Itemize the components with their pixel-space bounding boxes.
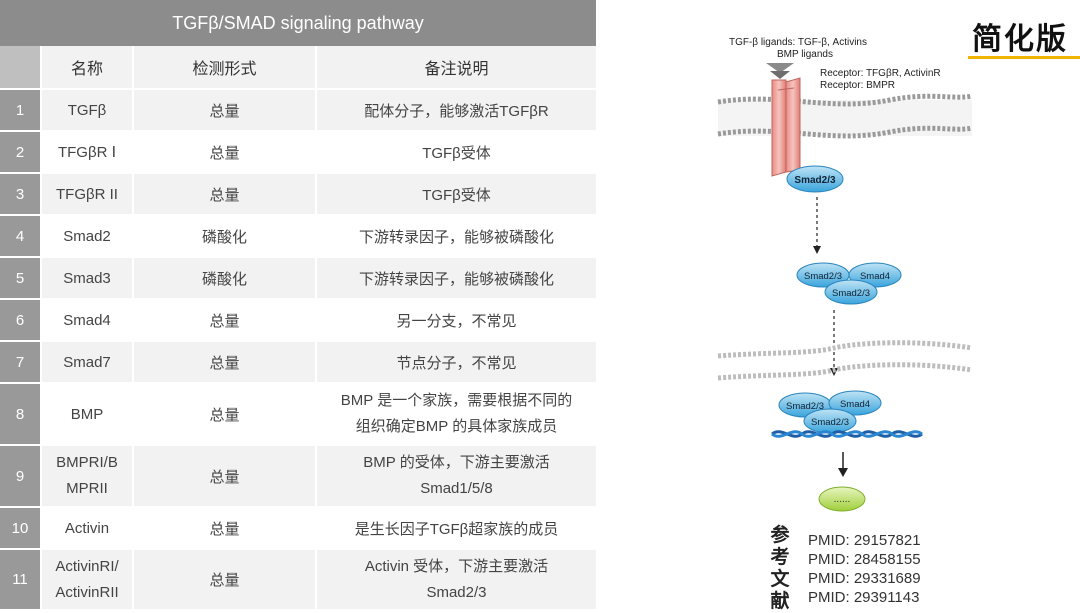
header-number [0,46,40,88]
row-name: Smad2 [40,216,132,256]
row-name: Activin [40,508,132,548]
row-name: Smad4 [40,300,132,340]
row-note: BMP 的受体，下游主要激活 Smad1/5/8 [315,446,596,506]
row-name: BMP [40,384,132,444]
complex-smad23-label-2: Smad2/3 [832,288,870,299]
row-number: 9 [0,446,40,506]
signaling-table: TGFβ/SMAD signaling pathway 名称 检测形式 备注说明… [0,0,596,609]
row-note: Activin 受体，下游主要激活 Smad2/3 [315,550,596,609]
row-note: TGFβ受体 [315,132,596,172]
cell-membrane [717,93,973,139]
complex-smad4-label: Smad4 [860,271,890,282]
ligands-label-2: BMP ligands [777,49,833,60]
row-form: 总量 [132,90,315,130]
arrow-head-icon [813,246,821,254]
row-number: 10 [0,508,40,548]
smad-complex [796,262,902,305]
row-form: 磷酸化 [132,258,315,298]
smad23-protein [786,165,844,193]
table-header: 名称 检测形式 备注说明 [0,46,596,88]
row-note: 是生长因子TGFβ超家族的成员 [315,508,596,548]
row-note: 下游转录因子，能够被磷酸化 [315,258,596,298]
row-form: 总量 [132,446,315,506]
title-underline [968,56,1080,59]
row-form: 总量 [132,174,315,214]
row-name: Smad7 [40,342,132,382]
row-note: 节点分子，不常见 [315,342,596,382]
pmid-item: PMID: 29331689 [808,570,921,587]
row-form: 总量 [132,550,315,609]
row-number: 3 [0,174,40,214]
pmid-item: PMID: 28458155 [808,551,921,568]
receptor-label-1: Receptor: TFGβR, ActivinR [820,68,941,79]
row-note: BMP 是一个家族，需要根据不同的 组织确定BMP 的具体家族成员 [315,384,596,444]
row-name: TFGβR II [40,174,132,214]
nuclear-smad4-label: Smad4 [840,399,870,410]
row-name: TGFβ [40,90,132,130]
target-gene-icon [818,486,866,512]
pathway-diagram: TGF-β ligands: TGF-β, Activins BMP ligan… [717,37,973,512]
pmid-item: PMID: 29157821 [808,532,921,549]
row-form: 磷酸化 [132,216,315,256]
row-note: 下游转录因子，能够被磷酸化 [315,216,596,256]
nuclear-smad23-label-2: Smad2/3 [811,417,849,428]
row-number: 5 [0,258,40,298]
references-label: 参考文献 [770,525,790,612]
row-form: 总量 [132,132,315,172]
complex-smad23-label: Smad2/3 [804,271,842,282]
row-name: Smad3 [40,258,132,298]
target-gene-label: ...... [834,494,851,505]
ligand-icon [766,63,794,73]
row-name: BMPRI/B MPRII [40,446,132,506]
row-number: 7 [0,342,40,382]
header-name: 名称 [40,46,132,88]
header-note: 备注说明 [315,46,596,88]
row-form: 总量 [132,300,315,340]
nuclear-smad-complex [778,390,882,434]
row-number: 2 [0,132,40,172]
row-number: 1 [0,90,40,130]
nuclear-membrane [717,340,973,381]
row-form: 总量 [132,508,315,548]
row-note: TGFβ受体 [315,174,596,214]
nuclear-smad23-label: Smad2/3 [786,401,824,412]
pmid-item: PMID: 29391143 [808,589,920,606]
receptor-icon [771,77,801,177]
row-note: 另一分支，不常见 [315,300,596,340]
ligand-icon [770,71,790,79]
ligands-label-1: TGF-β ligands: TGF-β, Activins [729,37,867,48]
pmid-list: PMID: 29157821 PMID: 28458155 PMID: 2933… [808,531,921,607]
row-note: 配体分子，能够激活TGFβR [315,90,596,130]
row-number: 6 [0,300,40,340]
row-number: 11 [0,550,40,609]
header-form: 检测形式 [132,46,315,88]
receptor-label-2: Receptor: BMPR [820,80,895,91]
row-form: 总量 [132,384,315,444]
row-name: ActivinRI/ ActivinRII [40,550,132,609]
table-title: TGFβ/SMAD signaling pathway [0,0,596,46]
row-name: TFGβR Ⅰ [40,132,132,172]
arrow-head-icon [838,468,848,477]
row-form: 总量 [132,342,315,382]
smad23-label: Smad2/3 [794,175,836,186]
dna-icon [771,430,923,438]
row-number: 4 [0,216,40,256]
simplified-title: 简化版 [972,23,1068,56]
row-number: 8 [0,384,40,444]
